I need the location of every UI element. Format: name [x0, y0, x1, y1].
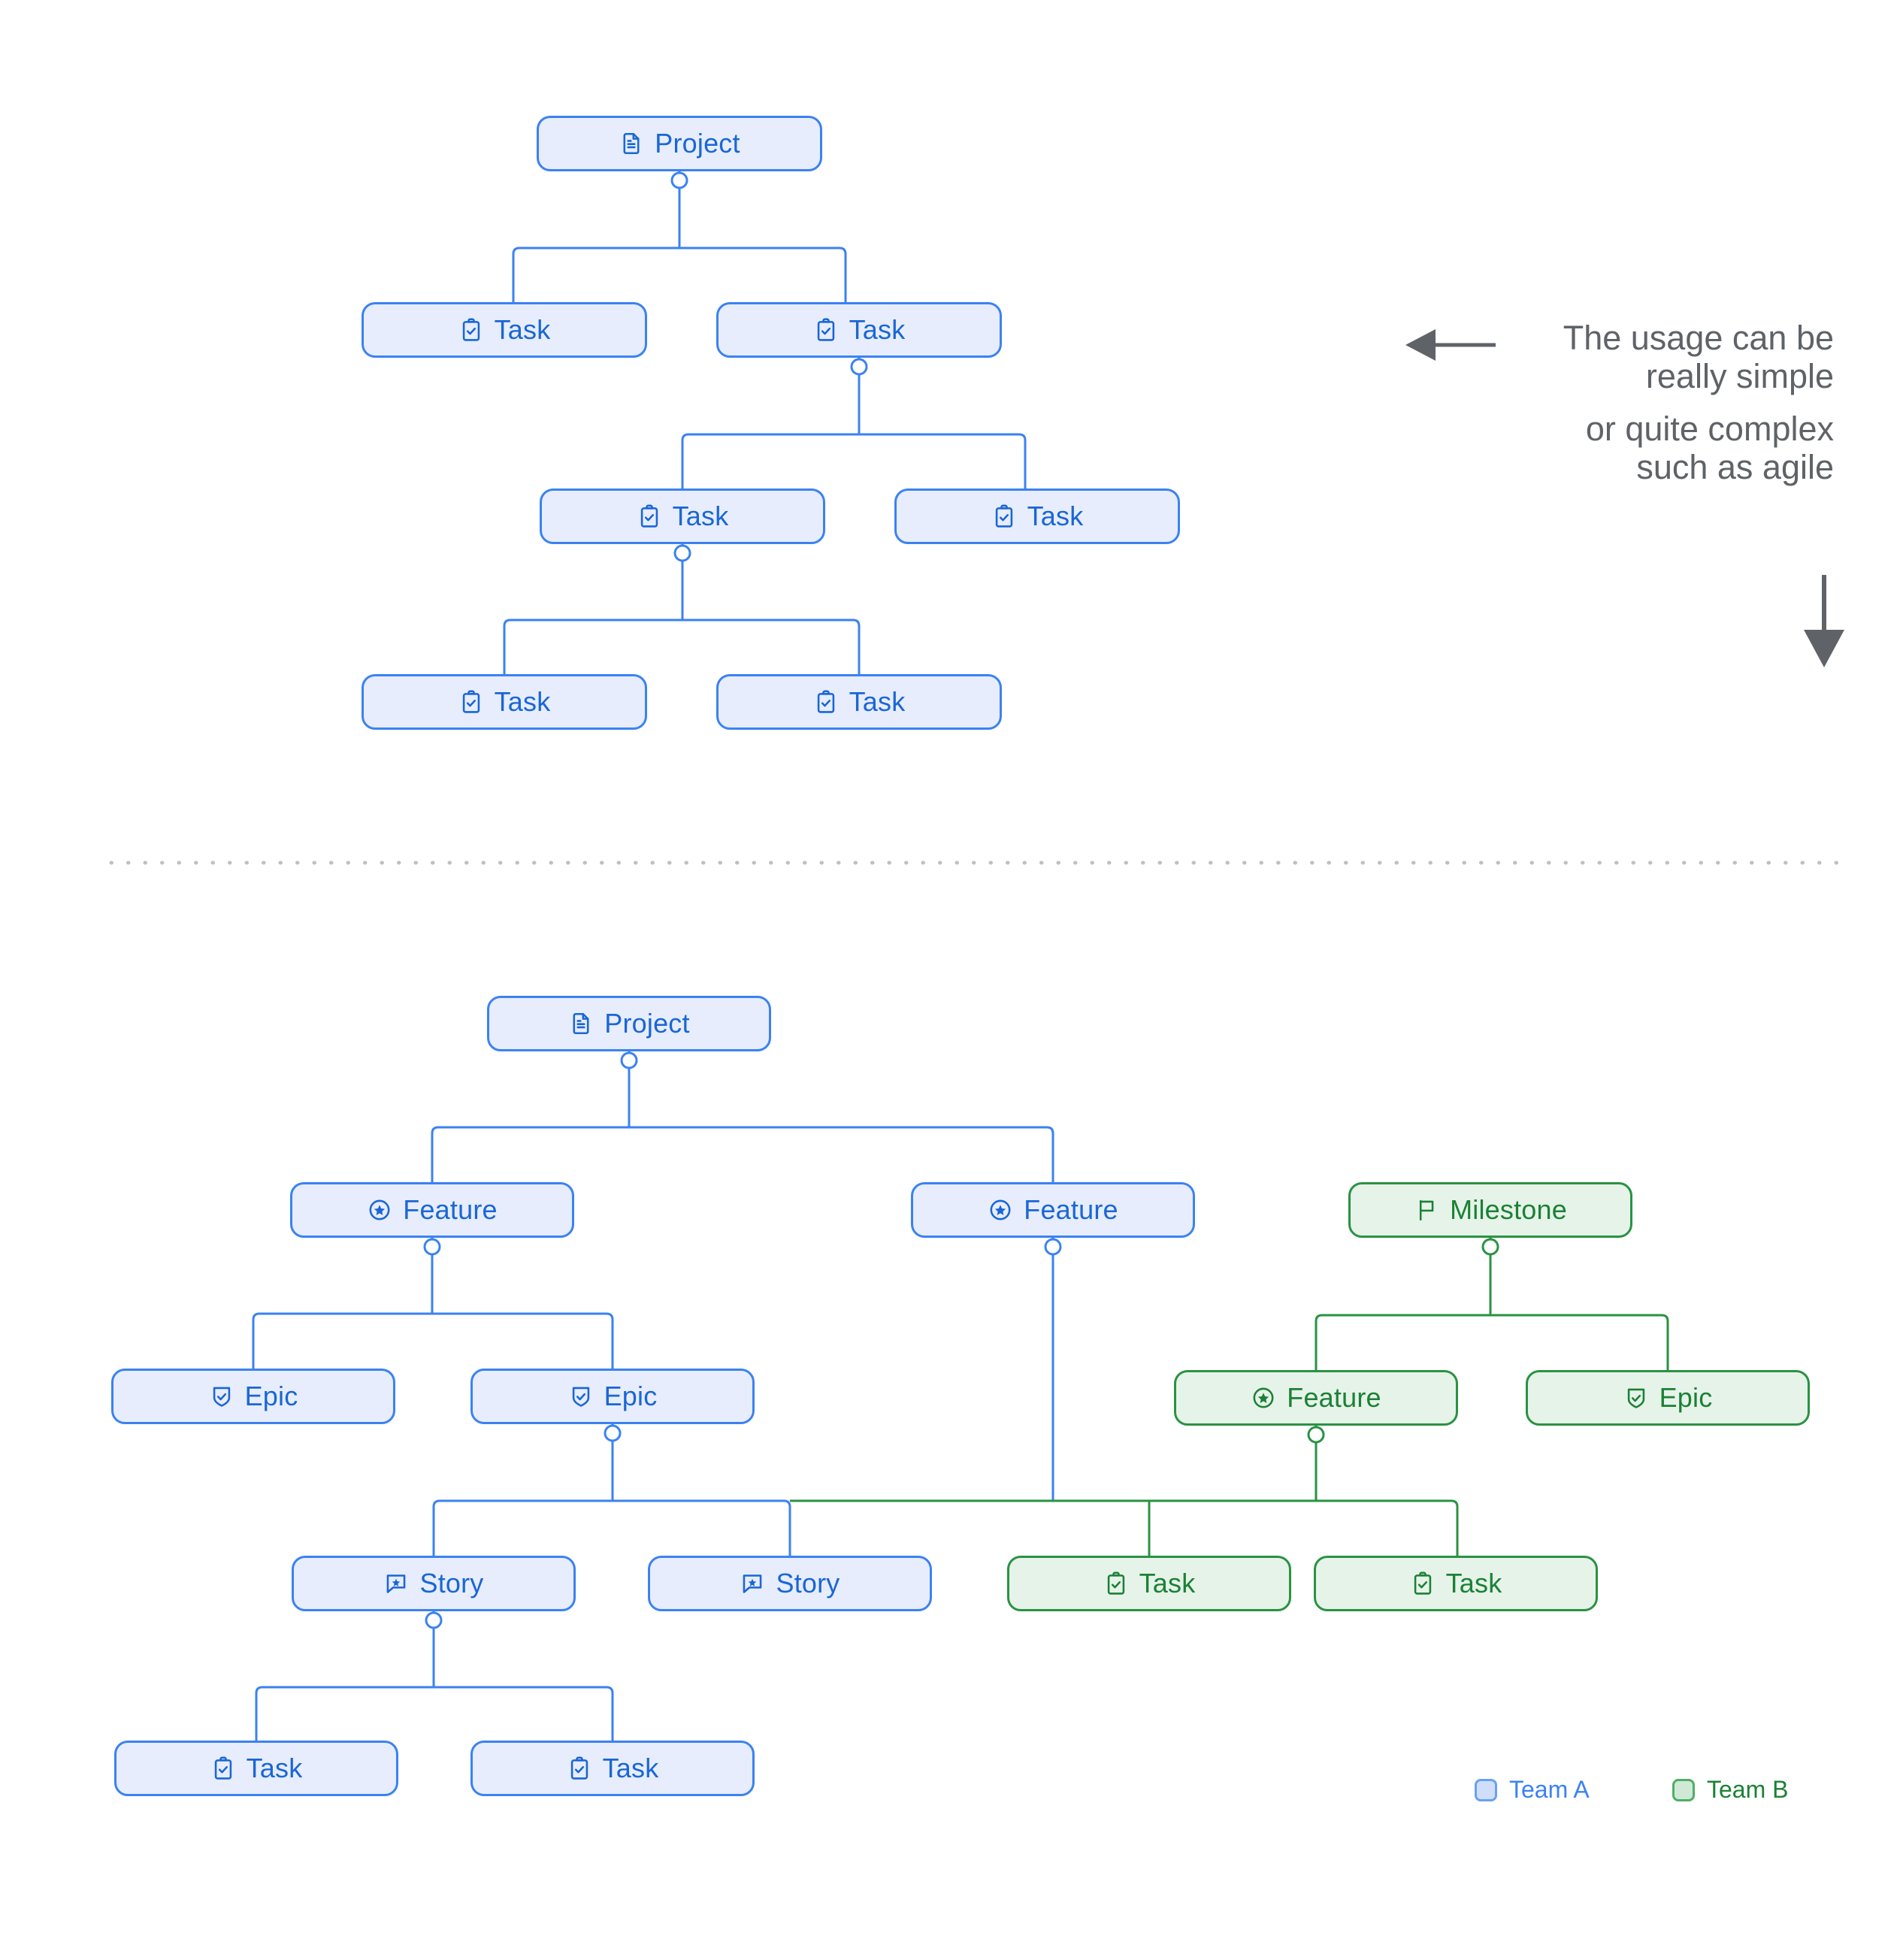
chat-star-icon — [383, 1571, 409, 1596]
clipboard-check-icon — [567, 1756, 592, 1781]
node-project[interactable]: Project — [537, 116, 822, 171]
node-task[interactable]: Task — [894, 488, 1180, 544]
clipboard-check-icon — [813, 689, 839, 715]
node-feature[interactable]: Feature — [1174, 1370, 1458, 1426]
node-label: Feature — [1287, 1382, 1381, 1413]
clipboard-check-icon — [1103, 1571, 1129, 1596]
annotation-line-4: such as agile — [1636, 447, 1834, 486]
legend-swatch-icon — [1475, 1778, 1497, 1801]
node-label: Project — [604, 1008, 690, 1039]
document-icon — [619, 131, 644, 156]
node-project[interactable]: Project — [487, 996, 771, 1051]
star-circle-icon — [988, 1197, 1013, 1223]
node-label: Milestone — [1450, 1194, 1567, 1225]
node-task[interactable]: Task — [362, 674, 647, 730]
legend-label: Team B — [1707, 1776, 1789, 1803]
node-task[interactable]: Task — [114, 1741, 398, 1796]
node-label: Task — [494, 314, 551, 345]
clipboard-check-icon — [637, 504, 662, 529]
clipboard-check-icon — [813, 317, 839, 343]
node-task[interactable]: Task — [716, 674, 1002, 730]
clipboard-check-icon — [458, 689, 484, 715]
node-label: Project — [655, 128, 740, 159]
annotation-text-block: The usage can be really simple or quite … — [1383, 319, 1834, 486]
node-label: Task — [1139, 1568, 1196, 1599]
legend-item-team-a[interactable]: Team A — [1475, 1776, 1590, 1804]
node-task[interactable]: Task — [1007, 1556, 1291, 1611]
node-milestone[interactable]: Milestone — [1348, 1182, 1632, 1238]
node-label: Task — [602, 1753, 659, 1783]
flag-icon — [1414, 1197, 1439, 1223]
node-task[interactable]: Task — [716, 302, 1002, 358]
node-task[interactable]: Task — [540, 488, 825, 544]
node-story[interactable]: Story — [648, 1556, 932, 1611]
chat-star-icon — [740, 1571, 765, 1596]
legend-swatch-icon — [1672, 1778, 1695, 1801]
node-label: Story — [776, 1568, 840, 1599]
clipboard-check-icon — [210, 1756, 236, 1781]
node-label: Task — [494, 686, 551, 717]
clipboard-check-icon — [991, 504, 1017, 529]
node-epic[interactable]: Epic — [111, 1369, 395, 1424]
document-icon — [568, 1011, 594, 1036]
shield-check-icon — [209, 1384, 234, 1409]
node-label: Epic — [604, 1381, 658, 1411]
shield-check-icon — [568, 1384, 594, 1409]
node-label: Task — [849, 686, 906, 717]
arrow-down-icon — [1804, 575, 1844, 667]
node-label: Epic — [1659, 1382, 1713, 1413]
node-task[interactable]: Task — [1314, 1556, 1598, 1611]
node-epic[interactable]: Epic — [1526, 1370, 1810, 1426]
clipboard-check-icon — [458, 317, 484, 343]
annotation-line-3: or quite complex — [1585, 409, 1834, 448]
star-circle-icon — [1251, 1385, 1276, 1411]
legend-item-team-b[interactable]: Team B — [1672, 1776, 1788, 1804]
node-label: Task — [672, 501, 729, 531]
node-label: Task — [849, 314, 906, 345]
annotation-line-2: really simple — [1645, 357, 1834, 396]
star-circle-icon — [367, 1197, 392, 1223]
node-label: Feature — [403, 1194, 498, 1225]
node-feature[interactable]: Feature — [290, 1182, 574, 1238]
shield-check-icon — [1623, 1385, 1649, 1411]
clipboard-check-icon — [1410, 1571, 1436, 1596]
node-epic[interactable]: Epic — [470, 1369, 755, 1424]
node-story[interactable]: Story — [292, 1556, 576, 1611]
node-label: Feature — [1024, 1194, 1118, 1225]
node-task[interactable]: Task — [470, 1741, 755, 1796]
node-label: Epic — [244, 1381, 298, 1411]
node-label: Task — [246, 1753, 303, 1783]
node-label: Task — [1027, 501, 1084, 531]
legend-label: Team A — [1509, 1776, 1590, 1803]
annotation-line-1: The usage can be — [1563, 319, 1834, 357]
node-task[interactable]: Task — [362, 302, 647, 358]
node-feature[interactable]: Feature — [911, 1182, 1195, 1238]
node-label: Task — [1445, 1568, 1502, 1599]
node-label: Story — [419, 1568, 484, 1599]
